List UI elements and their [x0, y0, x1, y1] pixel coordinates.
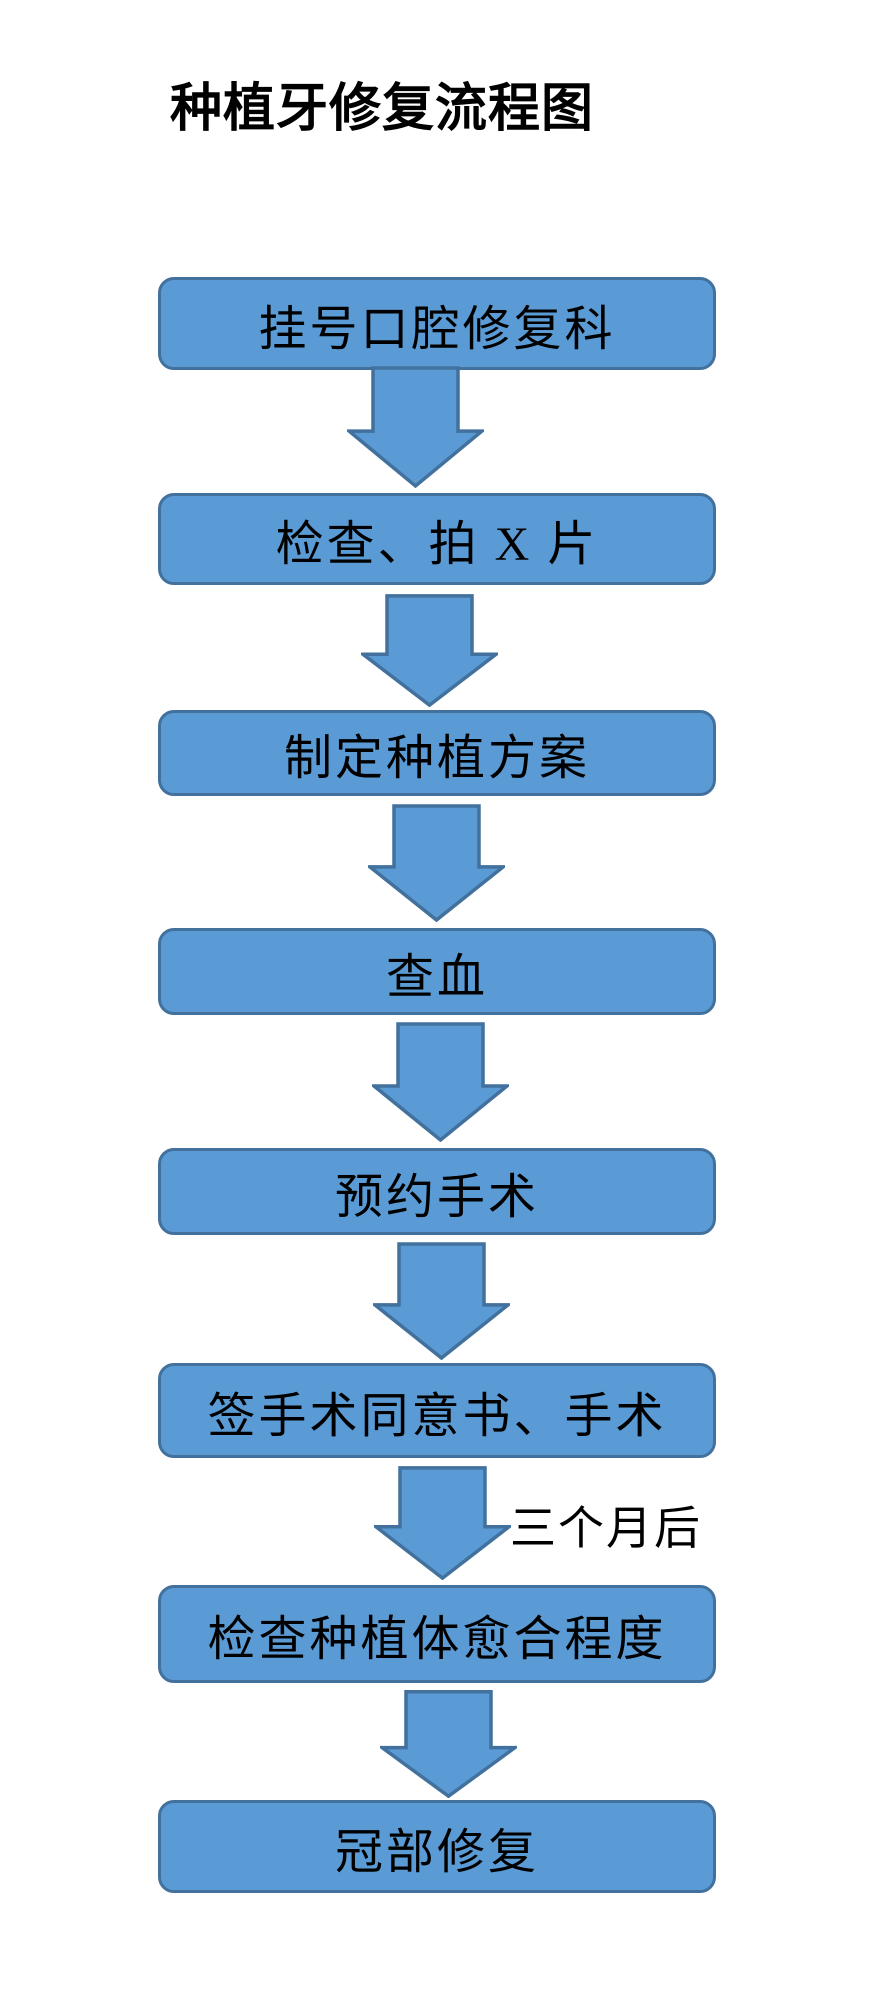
down-arrow-icon	[372, 1022, 509, 1142]
down-arrow-icon	[373, 1242, 510, 1360]
flow-step-exam-xray: 检查、拍 X 片	[158, 493, 716, 585]
flow-step-register: 挂号口腔修复科	[158, 277, 716, 370]
flow-step-label: 挂号口腔修复科	[258, 302, 616, 356]
arrow-annotation: 三个月后	[510, 1503, 702, 1554]
flow-step-crown-restoration: 冠部修复	[158, 1800, 716, 1893]
down-arrow-icon	[361, 594, 498, 707]
flow-step-label: 检查、拍 X 片	[275, 518, 599, 571]
down-arrow-icon	[368, 804, 505, 922]
flow-step-consent-surgery: 签手术同意书、手术	[158, 1363, 716, 1458]
flow-step-check-healing: 检查种植体愈合程度	[158, 1585, 716, 1683]
down-arrow-icon	[374, 1466, 511, 1580]
flow-step-label: 查血	[385, 950, 488, 1004]
down-arrow-icon	[347, 366, 484, 488]
down-arrow-icon	[380, 1690, 517, 1798]
flow-step-label: 制定种植方案	[283, 732, 590, 785]
flow-step-label: 预约手术	[334, 1170, 539, 1224]
flow-step-blood-test: 查血	[158, 928, 716, 1015]
flow-step-label: 检查种植体愈合程度	[207, 1613, 667, 1666]
flow-step-label: 冠部修复	[334, 1825, 539, 1879]
flow-step-label: 签手术同意书、手术	[207, 1389, 667, 1443]
page-title: 种植牙修复流程图	[170, 81, 595, 138]
flow-step-schedule-surgery: 预约手术	[158, 1148, 716, 1235]
flow-step-implant-plan: 制定种植方案	[158, 710, 716, 796]
